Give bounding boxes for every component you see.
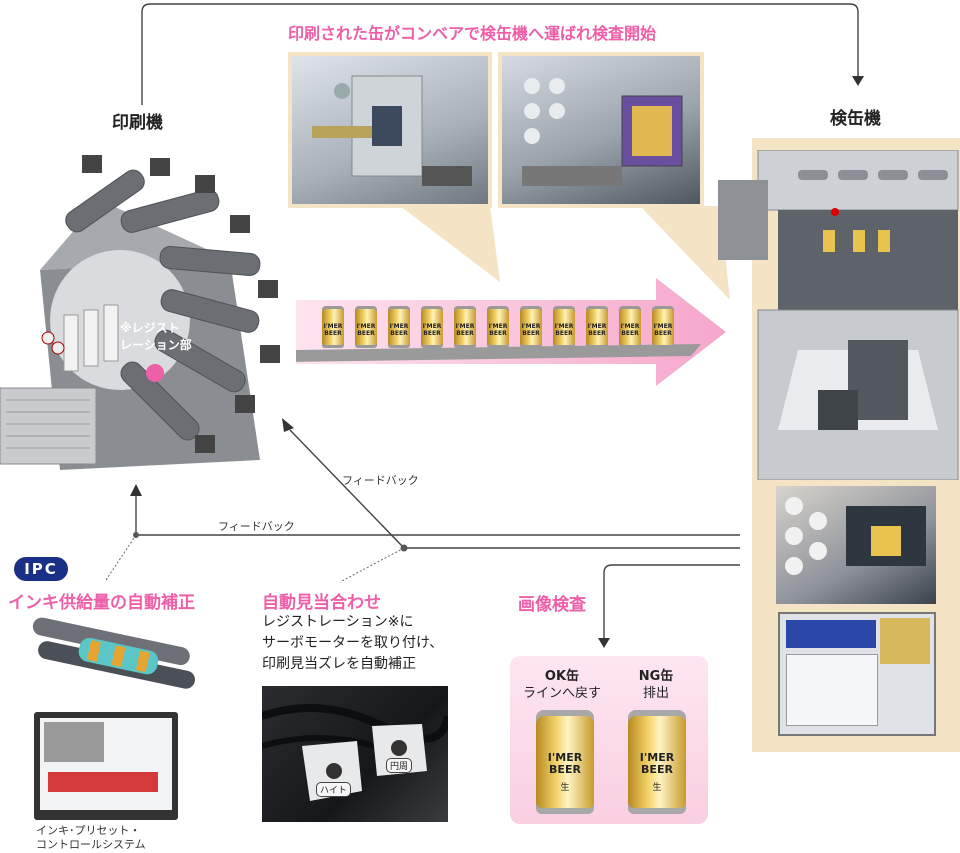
conveyor-can: I'MER BEER xyxy=(652,306,674,348)
ipc-caption: インキ･プリセット・ コントロールシステム xyxy=(36,824,146,852)
conveyor-can-label: I'MER BEER xyxy=(356,323,376,337)
conveyor-can: I'MER BEER xyxy=(520,306,542,348)
ng-action: 排出 xyxy=(642,686,669,701)
ng-can-sub: 生 xyxy=(652,783,662,793)
conveyor-can-label: I'MER BEER xyxy=(620,323,640,337)
conveyor-can: I'MER BEER xyxy=(355,306,377,348)
conveyor-arrow xyxy=(296,278,726,386)
conveyor-photo-right xyxy=(498,52,704,208)
conveyor-can: I'MER BEER xyxy=(619,306,641,348)
conveyor-can-label: I'MER BEER xyxy=(422,323,442,337)
conveyor-can: I'MER BEER xyxy=(322,306,344,348)
registration-label: ※レジスト レーション部 xyxy=(120,321,192,352)
printer-label: 印刷機 xyxy=(112,113,163,133)
conveyor-can-label: I'MER BEER xyxy=(521,323,541,337)
ng-can: I'MER BEER 生 xyxy=(628,710,686,814)
auto-register-line2: サーボモーターを取り付け、 xyxy=(262,635,444,651)
auto-register-desc: レジストレーション※に サーボモーターを取り付け、 印刷見当ズレを自動補正 xyxy=(262,612,443,675)
ipc-title: インキ供給量の自動補正 xyxy=(8,593,195,613)
conveyor-can: I'MER BEER xyxy=(553,306,575,348)
conveyor-can-label: I'MER BEER xyxy=(587,323,607,337)
ok-title: OK缶 xyxy=(544,669,580,684)
servo-photo-detail xyxy=(262,704,448,801)
conveyor-photo-left xyxy=(288,52,492,208)
conveyor-can-label: I'MER BEER xyxy=(554,323,574,337)
auto-register-line3: 印刷見当ズレを自動補正 xyxy=(262,656,416,672)
feedback-upper-label: フィードバック xyxy=(342,474,419,487)
conveyor-can: I'MER BEER xyxy=(487,306,509,348)
machine-photo-right xyxy=(522,78,683,186)
conveyor-header: 印刷された缶がコンベアで検缶機へ運ばれ検査開始 xyxy=(288,24,657,43)
auto-register-line1: レジストレーション※に xyxy=(262,614,414,630)
conveyor-can-label: I'MER BEER xyxy=(455,323,475,337)
ng-label: NG缶 排出 xyxy=(606,668,706,702)
ok-can: I'MER BEER 生 xyxy=(536,710,594,814)
tag-circumference: 円周 xyxy=(386,758,413,773)
ok-can-sub: 生 xyxy=(560,783,570,793)
ink-rollers xyxy=(32,617,195,689)
servo-photo: ハイト 円周 xyxy=(262,686,448,822)
conveyor-can-label: I'MER BEER xyxy=(653,323,673,337)
feedback-lower-label: フィードバック xyxy=(218,520,295,533)
conveyor-can: I'MER BEER xyxy=(388,306,410,348)
inspection-screen xyxy=(778,612,936,736)
inspector-machine xyxy=(718,150,959,480)
ng-title: NG缶 xyxy=(638,669,674,684)
tag-height: ハイト xyxy=(316,782,351,797)
ipc-badge: IPC xyxy=(14,557,68,581)
machine-photo-left xyxy=(312,75,472,186)
inspector-label: 検缶機 xyxy=(830,109,881,129)
printer-illustration xyxy=(0,155,280,470)
inspector-photo xyxy=(776,486,936,604)
auto-register-title: 自動見当合わせ xyxy=(262,593,381,613)
ipc-monitor xyxy=(34,712,178,820)
image-inspection-title: 画像検査 xyxy=(518,595,586,615)
conveyor-can-label: I'MER BEER xyxy=(389,323,409,337)
conveyor-can-label: I'MER BEER xyxy=(323,323,343,337)
conveyor-can: I'MER BEER xyxy=(586,306,608,348)
conveyor-can: I'MER BEER xyxy=(454,306,476,348)
conveyor-can: I'MER BEER xyxy=(421,306,443,348)
inspector-photo-detail xyxy=(785,497,926,575)
ok-action: ラインへ戻す xyxy=(522,686,601,701)
ok-label: OK缶 ラインへ戻す xyxy=(512,668,612,702)
ng-can-label: I'MER BEER xyxy=(639,751,675,776)
ipc-caption-line1: インキ･プリセット・ xyxy=(36,824,141,837)
ipc-caption-line2: コントロールシステム xyxy=(36,838,146,851)
ok-can-label: I'MER BEER xyxy=(547,751,583,776)
conveyor-can-label: I'MER BEER xyxy=(488,323,508,337)
